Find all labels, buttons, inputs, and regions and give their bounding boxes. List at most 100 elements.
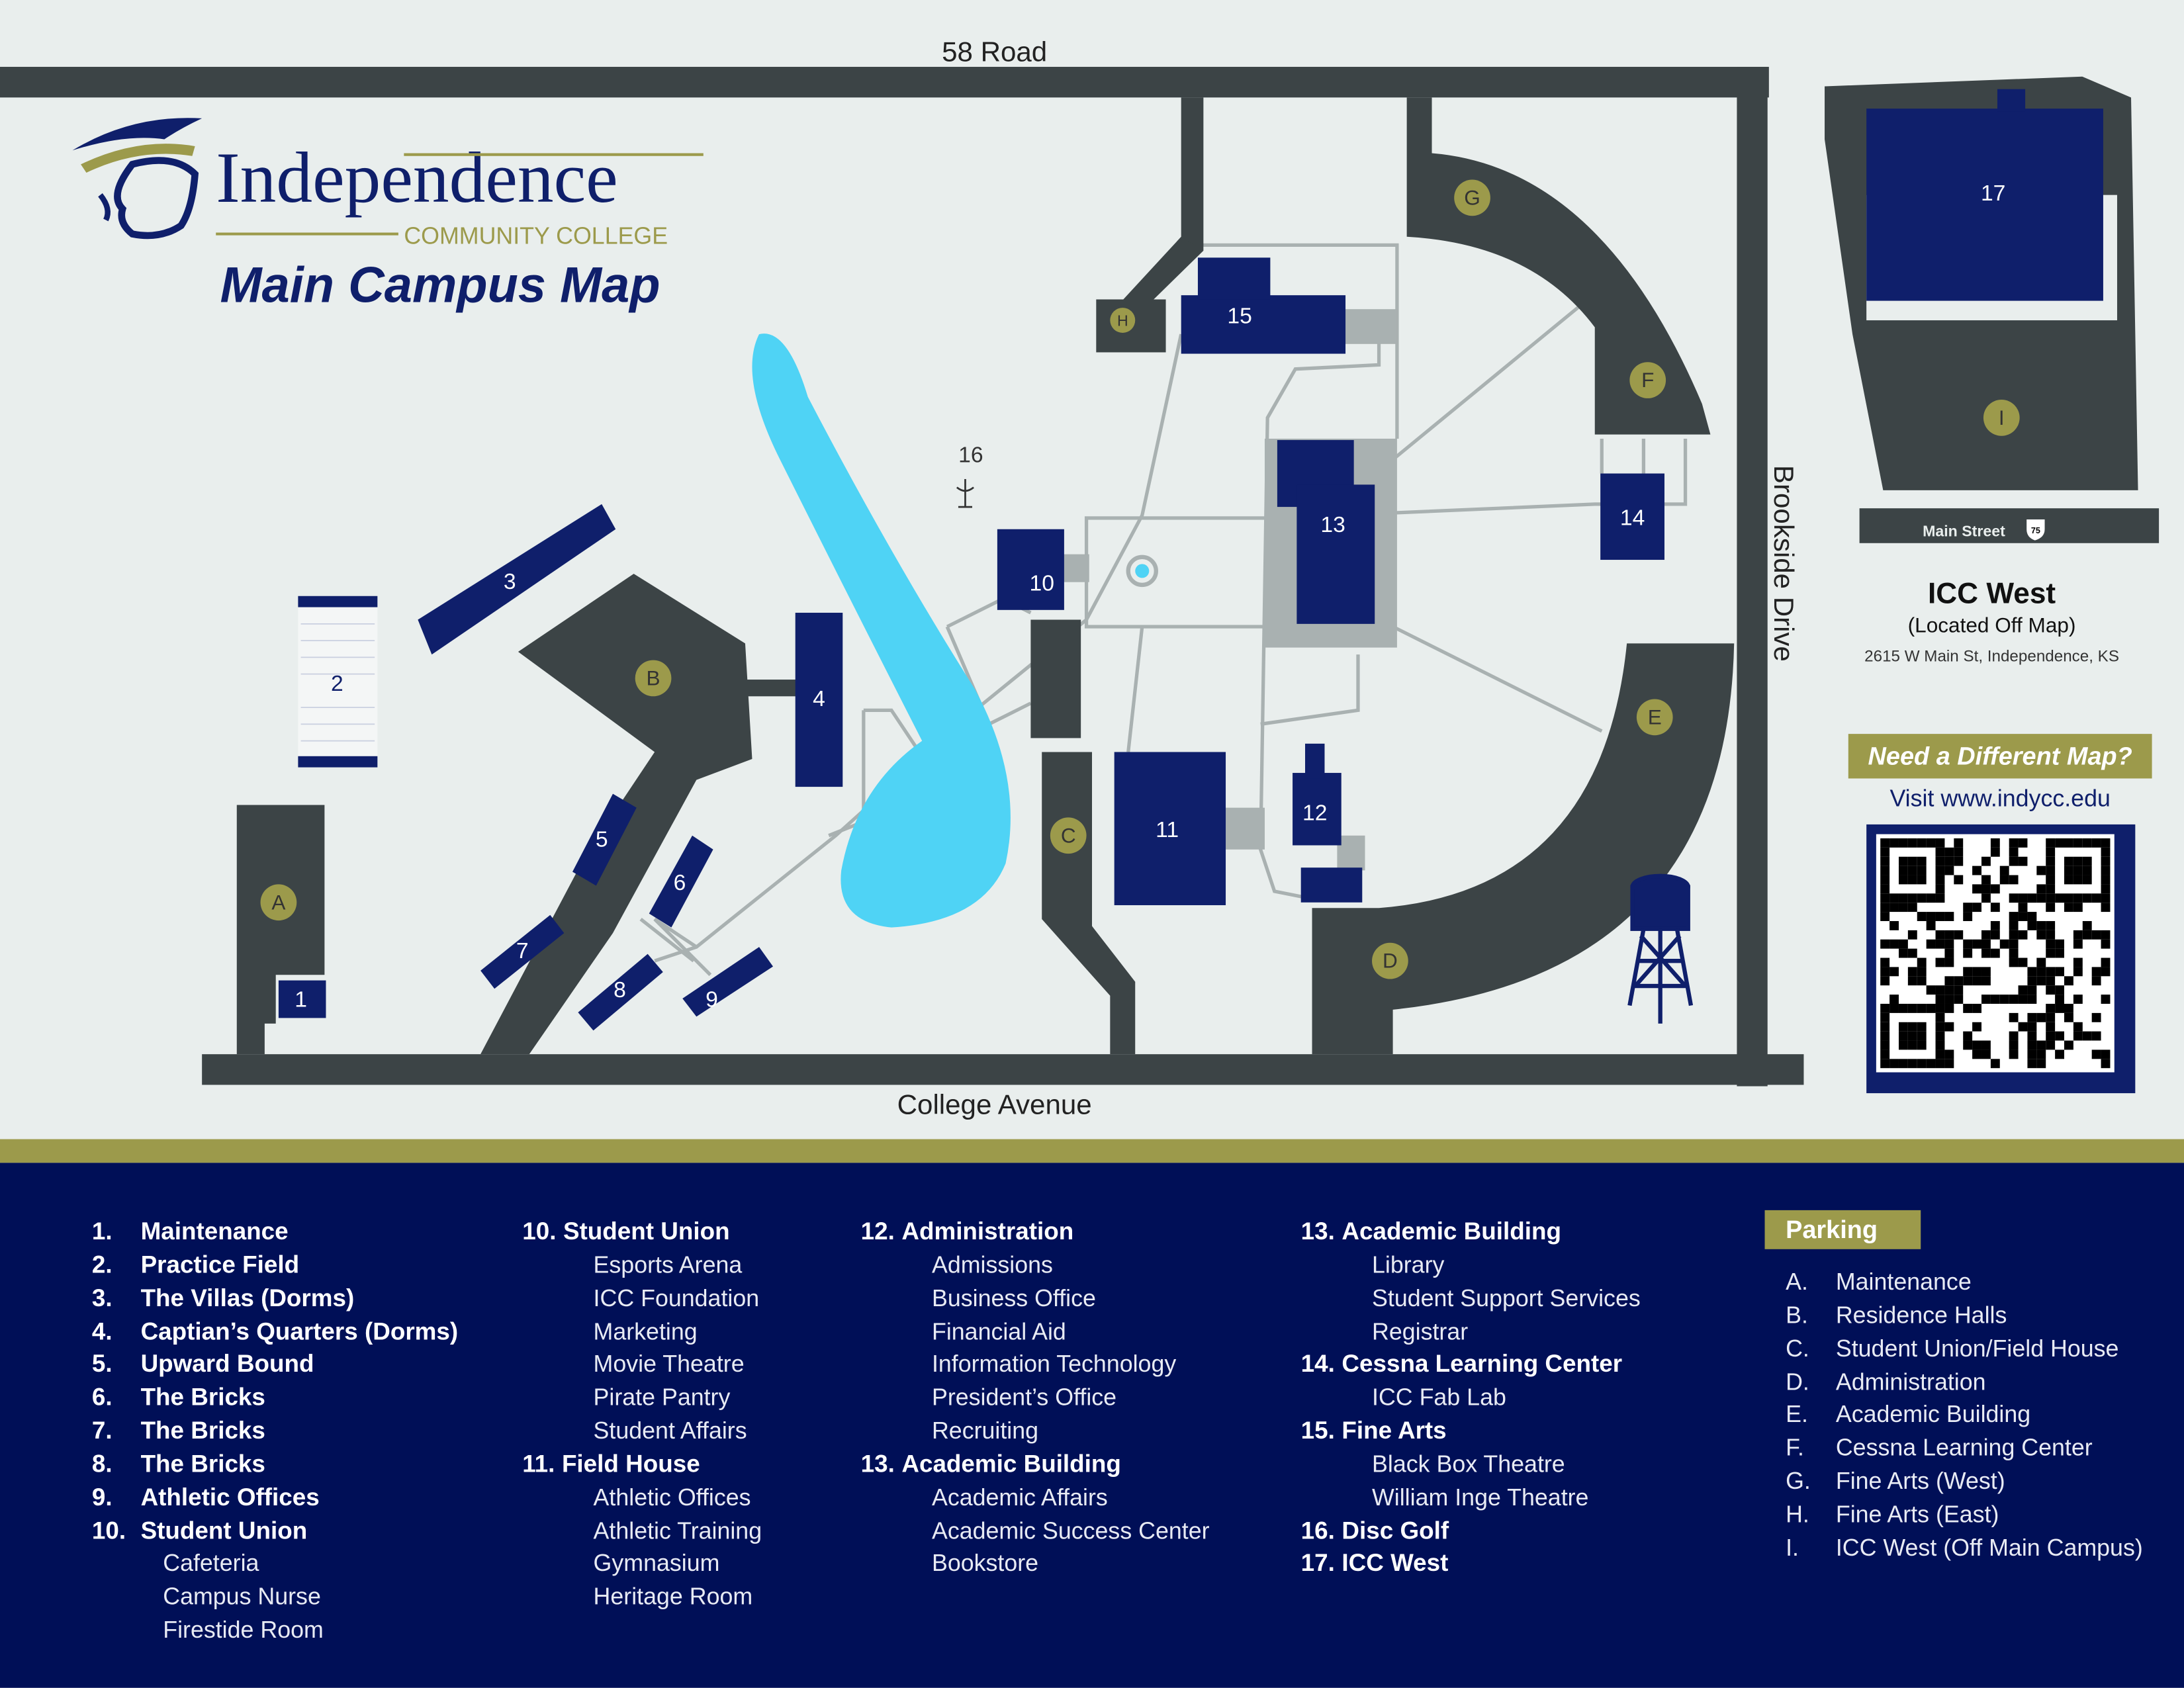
legend-label: Upward Bound	[140, 1350, 314, 1378]
legend-number: 15.	[1300, 1416, 1335, 1444]
parking-marker-label: I	[1999, 406, 2005, 429]
legend-label: Pirate Pantry	[593, 1384, 731, 1411]
parking-letter: C.	[1786, 1335, 1809, 1362]
legend-department-entry: Recruiting	[861, 1415, 1210, 1448]
building-9	[682, 947, 774, 1017]
building-11	[1114, 752, 1226, 905]
parking-marker[interactable]: G	[1454, 179, 1490, 216]
legend-department-entry: William Inge Theatre	[1301, 1482, 1641, 1515]
legend-number: 11.	[522, 1449, 555, 1478]
legend-building-entry: 10.Student Union	[92, 1515, 458, 1548]
building-label[interactable]: 12	[1302, 801, 1327, 826]
building-14	[1600, 473, 1664, 560]
legend-department-entry: Marketing	[522, 1315, 762, 1349]
legend-label: Esports Arena	[593, 1251, 743, 1278]
legend-department-entry: Student Affairs	[522, 1415, 762, 1448]
legend-label: Firestide Room	[163, 1617, 324, 1644]
legend-department-entry: Athletic Training	[522, 1515, 762, 1548]
legend-label: Student Support Services	[1372, 1284, 1641, 1311]
building-label[interactable]: 17	[1981, 181, 2005, 206]
building-label[interactable]: 1	[295, 988, 307, 1012]
legend-building-entry: 14.Cessna Learning Center	[1301, 1349, 1641, 1382]
parking-legend-entry: D. Administration	[1786, 1366, 2143, 1399]
legend-label: Athletic Training	[593, 1517, 762, 1544]
parking-letter: D.	[1786, 1368, 1809, 1395]
parking-label: ICC West (Off Main Campus)	[1835, 1534, 2143, 1561]
legend-number: 8.	[91, 1449, 113, 1478]
building-17	[1866, 109, 2103, 301]
building-label[interactable]: 15	[1227, 304, 1251, 328]
parking-letter: A.	[1786, 1268, 1808, 1296]
icc-west-address: 2615 W Main St, Independence, KS	[1864, 648, 2119, 666]
main-street-label: Main Street	[1923, 522, 2005, 539]
parking-marker-label: A	[271, 890, 285, 914]
parking-legend-entry: A.Maintenance	[1786, 1266, 2143, 1299]
gold-divider	[0, 1139, 2184, 1163]
building-label[interactable]: 11	[1156, 818, 1179, 842]
building-label[interactable]: 10	[1030, 571, 1054, 596]
parking-marker-label: D	[1383, 949, 1398, 973]
legend-label: Athletic Offices	[593, 1484, 751, 1511]
legend-department-entry: Esports Arena	[522, 1249, 762, 1282]
building-label[interactable]: 16	[958, 443, 983, 468]
building-label[interactable]: 5	[596, 828, 608, 852]
parking-marker-circle	[1629, 362, 1666, 398]
legend-department-entry: Business Office	[861, 1282, 1210, 1315]
legend-building-entry: 5.Upward Bound	[92, 1349, 458, 1382]
building-label[interactable]: 9	[705, 988, 718, 1012]
legend-number: 2.	[91, 1250, 113, 1278]
legend-label: ICC Fab Lab	[1372, 1384, 1506, 1411]
legend-label: Black Box Theatre	[1372, 1450, 1565, 1478]
building-label[interactable]: 4	[813, 687, 825, 711]
building-4	[795, 613, 843, 787]
parking-markers: A B C D E F G H I	[260, 179, 2020, 979]
legend-number: 16.	[1300, 1516, 1335, 1544]
disc-golf-icon	[956, 478, 974, 508]
parking-marker[interactable]: I	[1983, 400, 2020, 436]
building-8	[578, 954, 663, 1031]
legend-label: Fine Arts	[1342, 1416, 1447, 1444]
legend-label: Disc Golf	[1342, 1516, 1449, 1544]
legend-department-entry: Cafeteria	[92, 1548, 458, 1581]
legend-number: 1.	[91, 1217, 113, 1245]
parking-marker[interactable]: A	[260, 884, 297, 921]
building-label[interactable]: 2	[331, 672, 343, 696]
legend-department-entry: Academic Success Center	[861, 1515, 1210, 1548]
parking-marker[interactable]: C	[1050, 817, 1087, 854]
building-label[interactable]: 8	[614, 978, 626, 1002]
parking-marker[interactable]: D	[1372, 942, 1408, 979]
legend-department-entry: ICC Foundation	[522, 1282, 762, 1315]
parking-marker-circle	[260, 884, 297, 921]
legend-building-entry: 7.The Bricks	[92, 1415, 458, 1448]
website-link[interactable]: Visit www.indycc.edu	[1889, 785, 2111, 812]
legend-building-entry: 13.Academic Building	[861, 1448, 1210, 1482]
icc-west-subtitle: (Located Off Map)	[1907, 614, 2076, 638]
campus-map: Independence COMMUNITY COLLEGE Main Camp…	[0, 36, 2160, 1120]
qr-code-image	[1876, 834, 2115, 1073]
legend-building-entry: 1.Maintenance	[92, 1216, 458, 1249]
parking-label: Academic Building	[1835, 1401, 2031, 1428]
parking-marker[interactable]: B	[635, 660, 672, 697]
parking-marker[interactable]: H	[1110, 308, 1136, 333]
parking-marker[interactable]: F	[1629, 362, 1666, 398]
parking-label: Administration	[1835, 1368, 1986, 1395]
building-label[interactable]: 13	[1320, 513, 1345, 537]
building-label[interactable]: 14	[1620, 506, 1645, 530]
legend-building-entry: 17.ICC West	[1301, 1548, 1641, 1581]
building-label[interactable]: 3	[504, 570, 516, 594]
legend-building-entry: 9.Athletic Offices	[92, 1482, 458, 1515]
parking-marker[interactable]: E	[1636, 699, 1673, 736]
building-6	[649, 835, 713, 928]
legend-department-entry: Student Support Services	[1301, 1282, 1641, 1315]
qr-code[interactable]	[1866, 824, 2136, 1094]
legend-building-entry: 16.Disc Golf	[1301, 1515, 1641, 1548]
legend-department-entry: Information Technology	[861, 1349, 1210, 1382]
parking-legend-entry: H.Fine Arts (East)	[1786, 1498, 2143, 1531]
building-label[interactable]: 6	[674, 871, 686, 895]
legend-building-entry: 2.Practice Field	[92, 1249, 458, 1282]
legend-number: 13.	[1300, 1217, 1335, 1245]
building-label[interactable]: 7	[516, 939, 529, 963]
legend-department-entry: Athletic Offices	[522, 1482, 762, 1515]
parking-letter: E.	[1786, 1401, 1808, 1428]
